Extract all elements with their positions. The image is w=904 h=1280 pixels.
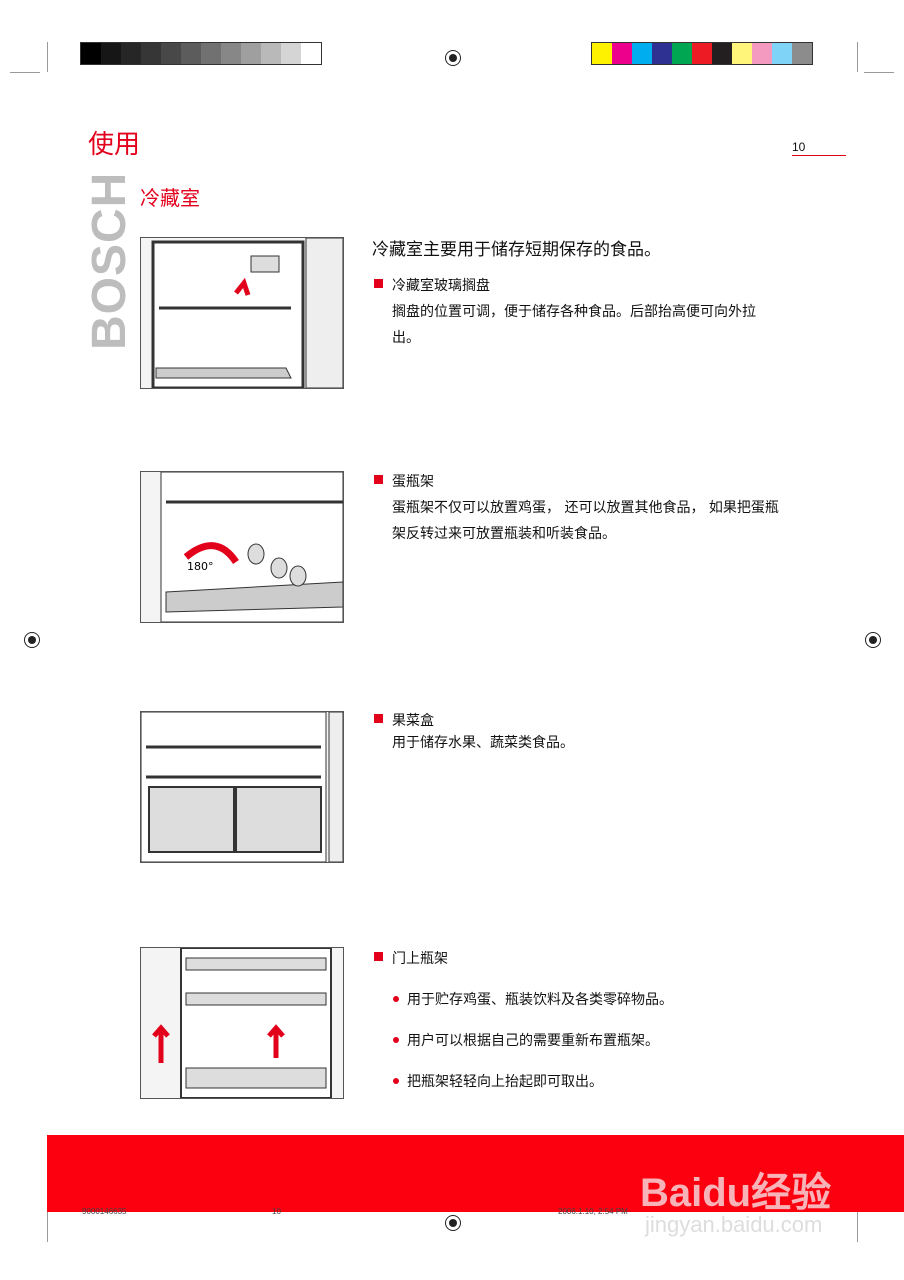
color-swatch xyxy=(101,43,121,64)
color-swatch xyxy=(672,43,692,64)
cmyk-color-bar xyxy=(591,42,813,65)
color-swatch xyxy=(221,43,241,64)
registration-mark-icon xyxy=(865,632,881,648)
crop-mark xyxy=(10,72,40,73)
footer-band xyxy=(47,1135,904,1212)
section-heading: 蛋瓶架 xyxy=(372,471,792,491)
bullet-item: 用户可以根据自己的需要重新布置瓶架。 xyxy=(372,1030,792,1050)
section-glass-shelf: 冷藏室玻璃搁盘 搁盘的位置可调，便于储存各种食品。后部抬高便可向外拉出。 xyxy=(372,275,792,351)
section-body: 搁盘的位置可调，便于储存各种食品。后部抬高便可向外拉出。 xyxy=(392,304,756,346)
color-swatch xyxy=(161,43,181,64)
footer-code: 9000146635 xyxy=(82,1207,127,1216)
page-number-rule xyxy=(792,155,846,156)
section-heading: 果菜盒 xyxy=(372,710,792,730)
color-swatch xyxy=(692,43,712,64)
color-swatch xyxy=(732,43,752,64)
bullet-item: 用于贮存鸡蛋、瓶装饮料及各类零碎物品。 xyxy=(372,989,792,1009)
color-swatch xyxy=(652,43,672,64)
section-door-shelf: 门上瓶架 用于贮存鸡蛋、瓶装饮料及各类零碎物品。 用户可以根据自己的需要重新布置… xyxy=(372,948,792,1091)
page-title: 使用 xyxy=(88,130,141,160)
section-heading: 冷藏室玻璃搁盘 xyxy=(372,275,792,295)
crisper-drawer-illustration xyxy=(140,711,344,863)
color-swatch xyxy=(792,43,812,64)
color-swatch xyxy=(261,43,281,64)
watermark-logo: Baidu经验 xyxy=(640,1171,832,1215)
color-swatch xyxy=(181,43,201,64)
crop-mark xyxy=(857,1212,858,1242)
crop-mark xyxy=(864,72,894,73)
grayscale-color-bar xyxy=(80,42,322,65)
section-egg-tray: 蛋瓶架 蛋瓶架不仅可以放置鸡蛋， 还可以放置其他食品， 如果把蛋瓶架反转过来可放… xyxy=(372,471,792,547)
color-swatch xyxy=(121,43,141,64)
footer-page: 10 xyxy=(272,1207,281,1216)
color-swatch xyxy=(632,43,652,64)
color-swatch xyxy=(81,43,101,64)
brand-logo: BOSCH xyxy=(83,171,136,350)
crop-mark xyxy=(47,42,48,72)
color-swatch xyxy=(752,43,772,64)
intro-text: 冷藏室主要用于储存短期保存的食品。 xyxy=(372,240,661,260)
color-swatch xyxy=(281,43,301,64)
section-crisper: 果菜盒 用于储存水果、蔬菜类食品。 xyxy=(372,710,792,756)
section-heading: 门上瓶架 xyxy=(372,948,792,968)
registration-mark-icon xyxy=(24,632,40,648)
registration-mark-icon xyxy=(445,50,461,66)
registration-mark-icon xyxy=(445,1215,461,1231)
color-swatch xyxy=(772,43,792,64)
color-swatch xyxy=(141,43,161,64)
color-swatch xyxy=(712,43,732,64)
crop-mark xyxy=(47,1212,48,1242)
section-title: 冷藏室 xyxy=(140,186,200,210)
color-swatch xyxy=(612,43,632,64)
bullet-item: 把瓶架轻轻向上抬起即可取出。 xyxy=(372,1071,792,1091)
section-body: 用于储存水果、蔬菜类食品。 xyxy=(392,735,574,751)
color-swatch xyxy=(241,43,261,64)
page-number: 10 xyxy=(792,140,806,154)
glass-shelf-illustration xyxy=(140,237,344,390)
door-shelf-illustration xyxy=(140,947,344,1099)
section-body: 蛋瓶架不仅可以放置鸡蛋， 还可以放置其他食品， 如果把蛋瓶架反转过来可放置瓶装和… xyxy=(392,500,779,542)
egg-tray-illustration: 180° xyxy=(140,471,344,623)
rotation-label: 180° xyxy=(187,560,214,573)
footer-timestamp: 2006.1.10, 2:54 PM xyxy=(558,1207,628,1216)
color-swatch xyxy=(201,43,221,64)
watermark-url: jingyan.baidu.com xyxy=(645,1212,823,1237)
color-swatch xyxy=(301,43,321,64)
crop-mark xyxy=(857,42,858,72)
color-swatch xyxy=(592,43,612,64)
